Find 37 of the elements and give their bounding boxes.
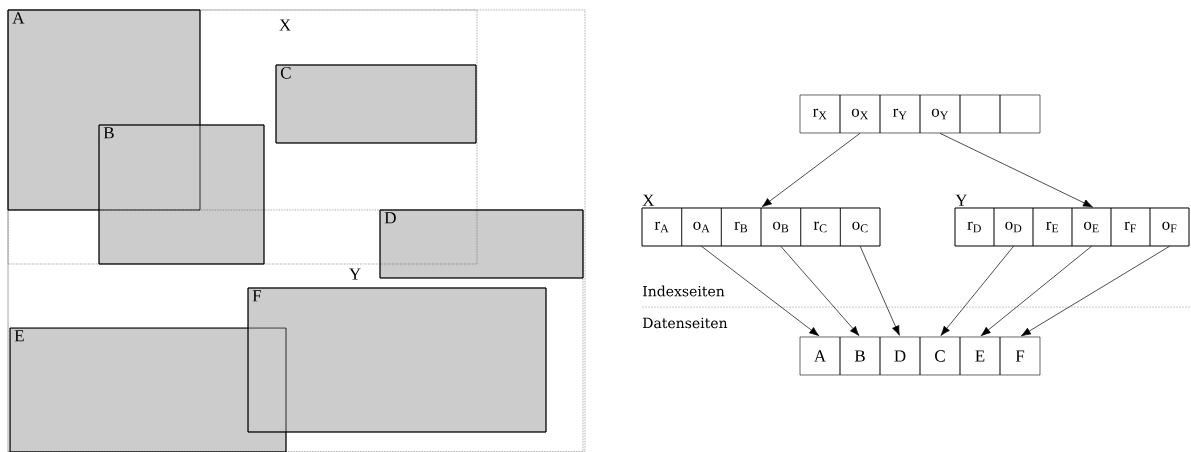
section-label: Datenseiten	[643, 317, 728, 329]
arrow	[761, 132, 861, 208]
table-cell: A	[799, 336, 841, 376]
table-cell: r$_{F}$	[1110, 207, 1151, 247]
arrow	[980, 245, 1092, 337]
table-cell: r$_{E}$	[1032, 207, 1073, 247]
table-cell: r$_{Y}$	[879, 94, 921, 134]
table-cell: o$_{X}$	[839, 94, 881, 134]
node-label: X	[642, 194, 655, 206]
table-cell: o$_{C}$	[840, 207, 881, 247]
table-cell: C	[919, 336, 961, 376]
node-label: Y	[955, 194, 968, 206]
arrow	[701, 245, 820, 337]
section-label: Indexseiten	[643, 285, 725, 297]
arrow	[859, 245, 900, 336]
table-cell: E	[959, 336, 1001, 376]
table-cell: r$_{B}$	[721, 207, 762, 247]
arrow	[940, 245, 1014, 336]
arrow	[780, 245, 860, 336]
table-cell: o$_{E}$	[1071, 207, 1112, 247]
table-cell: r$_{C}$	[800, 207, 841, 247]
arrow	[939, 132, 1093, 208]
table-cell: o$_{B}$	[760, 207, 801, 247]
table-cell: o$_{Y}$	[919, 94, 961, 134]
table-cell: r$_{A}$	[641, 207, 682, 247]
table-cell	[959, 94, 1001, 134]
table-cell: D	[879, 336, 921, 376]
table-cell: F	[999, 336, 1041, 376]
table-cell: o$_{A}$	[681, 207, 722, 247]
table-cell: B	[839, 336, 881, 376]
table-cell: r$_{D}$	[954, 207, 995, 247]
table-cell: o$_{F}$	[1149, 207, 1190, 247]
table-cell: r$_{X}$	[799, 94, 841, 134]
table-cell	[999, 94, 1041, 134]
table-cell: o$_{D}$	[993, 207, 1034, 247]
region-outline	[7, 9, 586, 452]
arrow	[1020, 245, 1170, 337]
